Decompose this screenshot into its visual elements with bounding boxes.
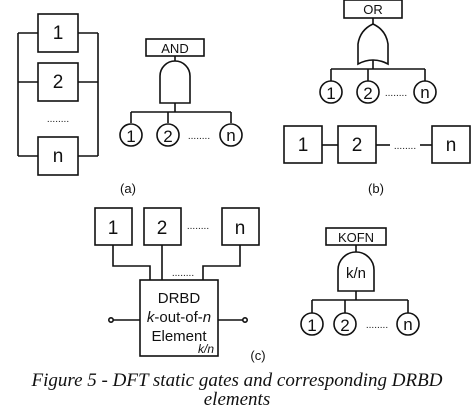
- series-block-n-label: n: [446, 135, 457, 156]
- kofn-input-1: [300, 312, 324, 336]
- parallel-block-1: [37, 13, 79, 53]
- drbd-input-block-2-label: 2: [157, 218, 168, 239]
- panel-a-tag: (a): [120, 181, 136, 196]
- drbd-element-rule: k-out-of-n: [147, 309, 211, 326]
- figure-caption-line-1: Figure 5 - DFT static gates and correspo…: [31, 370, 443, 391]
- kofn-gate-label: KOFN: [338, 230, 374, 245]
- or-input-n: [413, 80, 437, 104]
- parallel-block-n-label: n: [53, 146, 64, 167]
- panel-c-kofn-gate-tree: KOFN k/n 1 2 ........ n: [300, 227, 420, 336]
- drbd-k: k: [147, 309, 156, 326]
- parallel-block-1-label: 1: [53, 23, 64, 44]
- kofn-gate-ratio: k/n: [346, 265, 366, 282]
- kofn-input-2: [333, 312, 357, 336]
- and-gate-label: AND: [161, 41, 188, 56]
- kofn-input-n-label: n: [403, 315, 412, 334]
- panel-c-tag: (c): [250, 348, 265, 363]
- or-input-2-label: 2: [363, 84, 372, 103]
- kofn-gate-symbol: [337, 251, 375, 292]
- or-input-ellipsis: ........: [385, 88, 407, 99]
- series-block-n: [431, 125, 471, 164]
- and-input-ellipsis: ........: [188, 131, 210, 142]
- parallel-block-2-label: 2: [53, 72, 64, 93]
- kofn-input-n: [396, 312, 420, 336]
- and-gate-symbol: [159, 60, 191, 104]
- drbd-top-ellipsis: ........: [187, 221, 209, 232]
- panel-c-drbd-element-diagram: 1 2 ........ n ........ DRBD k-out-of-n …: [94, 207, 266, 363]
- series-block-1-label: 1: [298, 135, 309, 156]
- drbd-input-block-n: [221, 207, 260, 246]
- drbd-input-block-n-label: n: [235, 218, 246, 239]
- parallel-ellipsis: ........: [47, 114, 69, 125]
- drbd-input-block-1-label: 1: [108, 218, 119, 239]
- drbd-input-block-2: [143, 207, 182, 246]
- and-input-n-label: n: [226, 126, 235, 145]
- panel-a-and-gate-tree: AND 1 2 ........ n: [119, 38, 243, 147]
- drbd-mid-ellipsis: ........: [172, 268, 194, 279]
- drbd-right-terminal: [242, 316, 249, 323]
- or-gate-label: OR: [363, 2, 383, 17]
- or-input-1: [319, 80, 343, 104]
- panel-b-or-gate-tree: OR 1 2 ........ n: [319, 0, 437, 104]
- or-input-n-label: n: [420, 83, 429, 102]
- drbd-out-of: -out-of-: [154, 309, 202, 326]
- and-input-n: [219, 123, 243, 147]
- series-block-2-label: 2: [352, 135, 363, 156]
- and-input-2-label: 2: [163, 127, 172, 146]
- and-input-2: [156, 123, 180, 147]
- drbd-element-box: [139, 279, 219, 357]
- parallel-block-n: [37, 136, 79, 176]
- kofn-input-ellipsis: ........: [366, 320, 388, 331]
- drbd-element-ratio: k/n: [198, 342, 214, 356]
- drbd-n: n: [203, 309, 211, 326]
- panel-b-series-diagram: 1 2 ........ n (b): [283, 125, 471, 196]
- or-input-1-label: 1: [326, 84, 335, 103]
- drbd-element-title: DRBD: [158, 290, 201, 307]
- parallel-block-2: [37, 62, 79, 102]
- or-input-2: [356, 80, 380, 104]
- drbd-left-terminal: [108, 316, 115, 323]
- kofn-input-2-label: 2: [340, 316, 349, 335]
- panel-a-parallel-diagram: 1 2 ........ n (a): [17, 13, 136, 196]
- series-ellipsis: ........: [394, 141, 416, 152]
- and-input-1-label: 1: [126, 127, 135, 146]
- panel-b-tag: (b): [368, 181, 384, 196]
- and-input-1: [119, 123, 143, 147]
- figure-caption-line-2: elements: [204, 389, 270, 410]
- or-gate-symbol: [357, 23, 389, 66]
- drbd-element-word: Element: [151, 328, 207, 345]
- kofn-input-1-label: 1: [307, 316, 316, 335]
- drbd-wire-n: [202, 245, 241, 280]
- drbd-wire-1: [112, 245, 151, 280]
